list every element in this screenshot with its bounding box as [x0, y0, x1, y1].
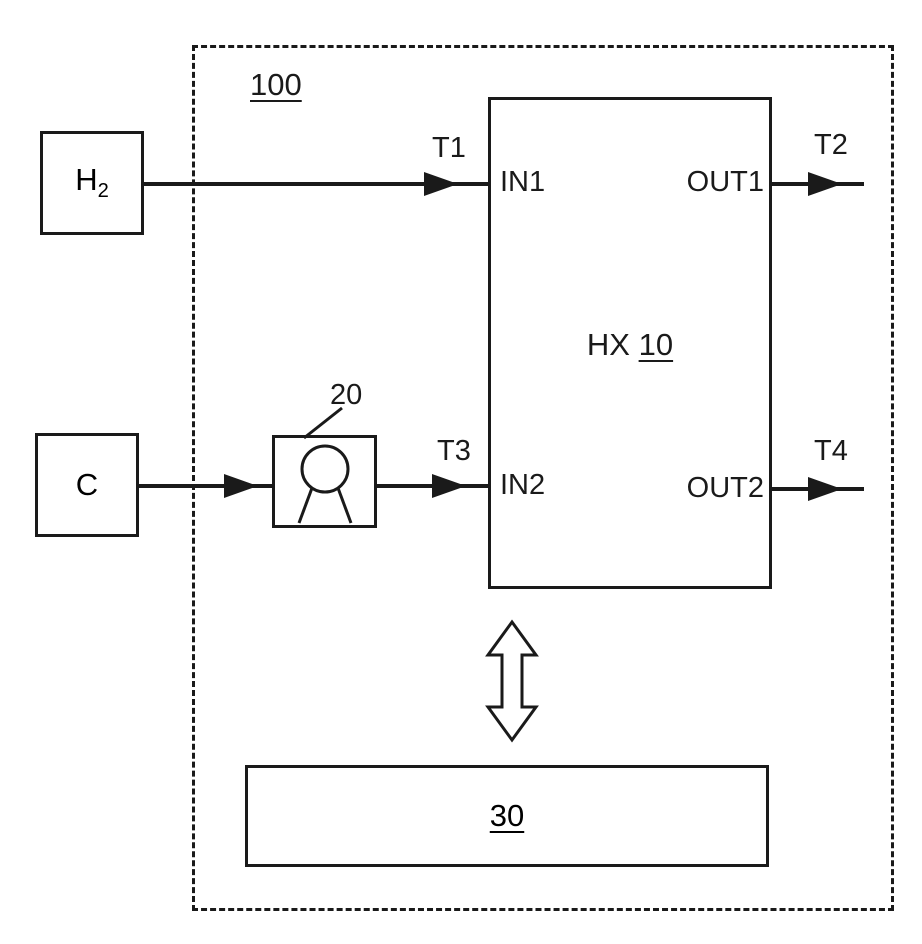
port-label-out2: OUT2: [686, 472, 764, 504]
pump-ref-label: 20: [330, 379, 363, 411]
temp-label-t2: T2: [814, 129, 848, 161]
temp-label-t1: T1: [432, 132, 466, 164]
controller-box: 30: [245, 765, 769, 867]
port-label-in1: IN1: [500, 166, 546, 198]
h2-source-box: H2: [40, 131, 144, 235]
hx-ref-label: 10: [638, 327, 674, 362]
temp-label-t4: T4: [814, 435, 848, 467]
temp-label-t3: T3: [437, 435, 471, 467]
h2-label-base: H: [75, 162, 98, 198]
h2-label-subscript: 2: [97, 180, 109, 203]
c-label: C: [75, 467, 99, 502]
pump-box: [272, 435, 377, 528]
heat-exchanger-box: [488, 97, 772, 589]
system-boundary: [192, 45, 894, 911]
h2-label: H2: [75, 162, 109, 203]
hx-title: HX 10: [560, 327, 700, 362]
hx-name: HX: [586, 327, 630, 362]
controller-ref-label: 30: [489, 798, 525, 833]
port-label-in2: IN2: [500, 469, 546, 501]
system-ref-label: 100: [250, 67, 302, 102]
c-source-box: C: [35, 433, 139, 537]
port-label-out1: OUT1: [686, 166, 764, 198]
